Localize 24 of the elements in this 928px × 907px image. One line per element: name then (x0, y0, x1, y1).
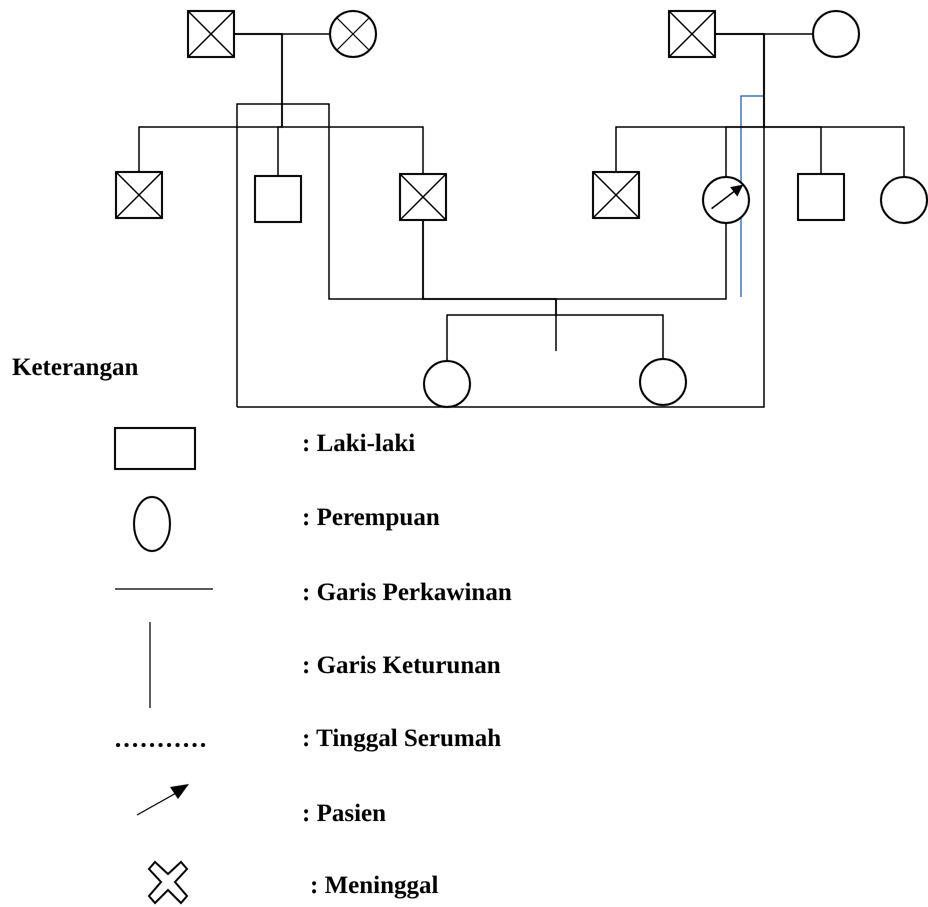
female-circle (880, 176, 928, 224)
deceased-male-square (399, 173, 447, 221)
female-circle (639, 358, 687, 406)
legend-label: : Pasien (302, 801, 386, 826)
family-line (422, 221, 664, 358)
deceased-male-square (668, 10, 716, 58)
female-circle (812, 10, 860, 58)
legend-label: : Laki-laki (302, 431, 416, 456)
legend-heading: Keterangan (12, 355, 138, 380)
legend-label: : Meninggal (310, 873, 438, 898)
legend-label: : Tinggal Serumah (302, 726, 502, 751)
deceased-male-square (115, 171, 163, 219)
family-line (716, 33, 905, 176)
male-square (797, 173, 845, 221)
deceased-male-square (187, 10, 235, 58)
legend-label: : Garis Perkawinan (302, 580, 512, 605)
patient-female-circle (702, 176, 750, 224)
deceased-male-square (592, 171, 640, 219)
legend-label: : Garis Keturunan (302, 653, 501, 678)
legend-label: : Perempuan (302, 505, 440, 530)
male-square (254, 175, 302, 223)
family-line (235, 33, 424, 173)
female-circle (423, 360, 471, 408)
deceased-female-circle (329, 10, 377, 58)
